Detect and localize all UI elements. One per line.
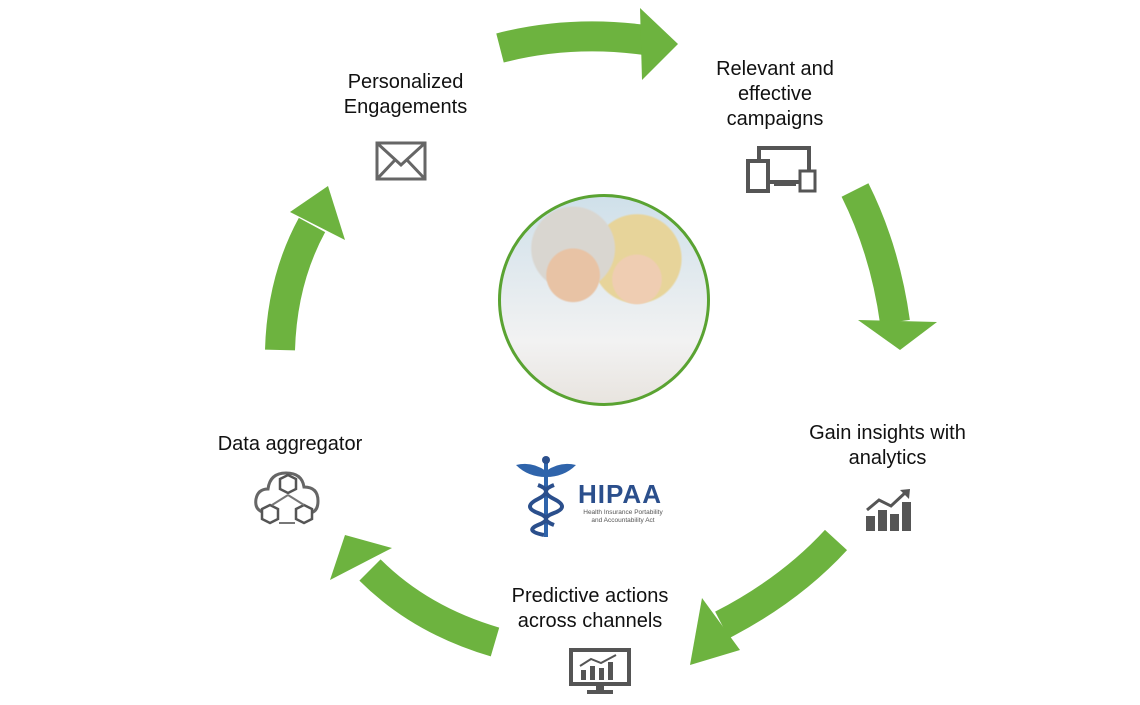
devices-icon <box>746 146 817 193</box>
hipaa-subtitle-line: and Accountability Act <box>591 517 655 524</box>
arrow-top <box>496 21 647 63</box>
step-relevant-campaigns: Relevant and effective campaigns <box>690 57 860 132</box>
step-label-line: across channels <box>517 610 663 632</box>
step-label-line: Predictive actions <box>511 585 669 607</box>
arrow-bottom-right <box>715 529 848 639</box>
step-predictive-actions: Predictive actions across channels <box>490 584 690 634</box>
step-label-line: Engagements <box>343 96 468 118</box>
envelope-icon <box>375 141 427 181</box>
step-personalized-engagements: Personalized Engagements <box>318 70 493 120</box>
hipaa-subtitle: Health Insurance Portability and Account… <box>578 509 668 525</box>
step-gain-insights: Gain insights with analytics <box>785 421 990 471</box>
step-label-line: Gain insights with <box>809 422 966 444</box>
arrow-left <box>265 217 326 351</box>
hipaa-logo: HIPAA Health Insurance Portability and A… <box>514 455 664 540</box>
step-data-aggregator: Data aggregator <box>200 432 380 457</box>
step-label-line: analytics <box>848 447 927 469</box>
monitor-chart-icon <box>569 648 631 694</box>
bar-chart-growth-icon <box>866 489 911 531</box>
step-label-line: Data aggregator <box>217 433 363 455</box>
hipaa-title: HIPAA <box>578 479 662 509</box>
arrowhead-right <box>858 320 937 350</box>
hipaa-subtitle-line: Health Insurance Portability <box>583 509 663 516</box>
arrowhead-bottom-left <box>330 535 392 580</box>
arrowhead-left <box>290 186 345 240</box>
step-label-line: effective <box>737 83 813 105</box>
arrow-right <box>841 183 910 325</box>
caduceus-icon <box>516 456 576 537</box>
step-label-line: Relevant and <box>716 58 834 80</box>
step-label-line: Personalized <box>347 71 464 93</box>
arrowhead-bottom-right <box>690 598 740 665</box>
arrowhead-top <box>640 8 678 80</box>
arrow-bottom-left <box>359 559 500 657</box>
cloud-cubes-icon <box>254 471 320 525</box>
couple-photo <box>498 194 710 406</box>
step-label-line: campaigns <box>726 108 824 130</box>
